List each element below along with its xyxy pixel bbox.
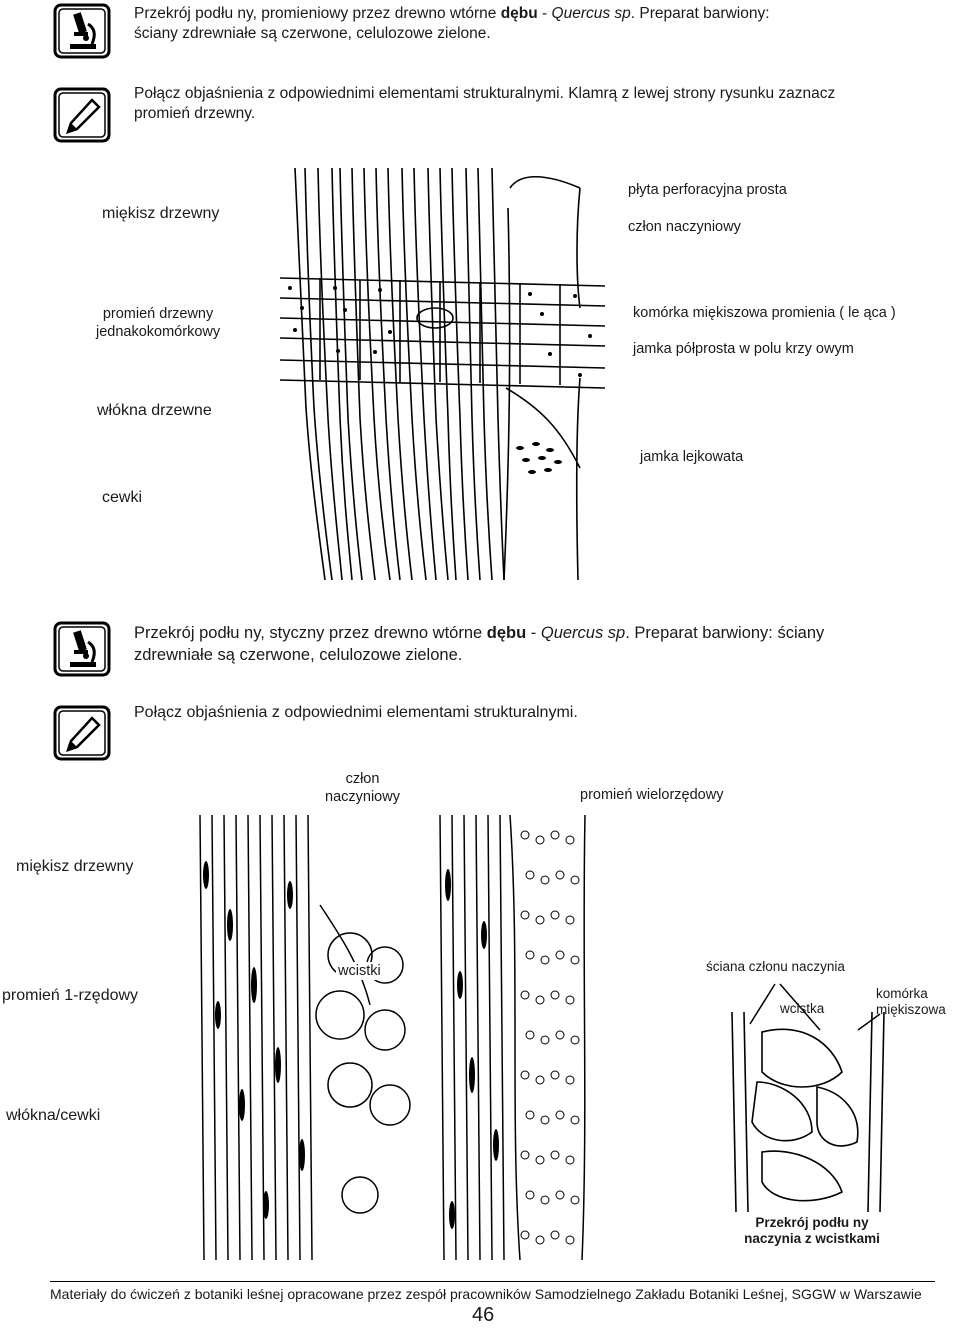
pencil-icon: [53, 705, 111, 761]
radial-section-drawing: [280, 168, 605, 580]
label-wlokna-cewki: włókna/cewki: [6, 1107, 101, 1124]
pencil-icon: [53, 87, 111, 143]
label-promien-wielorzedowy: promień wielorzędowy: [580, 787, 724, 803]
label-miekisz-drzewny: miękisz drzewny: [102, 205, 220, 222]
intro-text-1: Przekrój podłu ny, promieniowy przez dre…: [134, 5, 770, 42]
microscope-icon: [53, 621, 111, 677]
tangential-section-drawing: [199, 815, 586, 1260]
label-wcistka: wcistka: [780, 1001, 825, 1016]
label-wlokna-drzewne: włókna drzewne: [97, 402, 212, 419]
microscope-icon: [53, 3, 111, 59]
inset-leader-lines: [749, 983, 881, 1031]
page-footer: Materiały do ćwiczeń z botaniki leśnej o…: [50, 1281, 935, 1303]
label-jamka-lejkowata: jamka lejkowata: [640, 449, 744, 465]
task-text-1: Połącz objaśnienia z odpowiednimi elemen…: [134, 85, 836, 122]
label-miekisz-drzewny-2: miękisz drzewny: [16, 858, 134, 875]
label-jamka-polprosta: jamka półprosta w polu krzy owym: [633, 341, 854, 357]
label-promien-1-rzedowy: promień 1-rzędowy: [2, 987, 139, 1004]
label-wcistki: wcistki: [336, 962, 383, 980]
page-number: 46: [472, 1304, 495, 1326]
intro-text-2: Przekrój podłu ny, styczny przez drewno …: [134, 624, 825, 664]
vessel-tyloses-inset: [731, 1012, 885, 1212]
label-plyta-perforacyjna: płyta perforacyjna prosta: [628, 182, 787, 198]
label-komorka-miekiszowa: komórka miękiszowa promienia ( le ąca ): [633, 305, 896, 321]
label-czlon-naczyniowy: człon naczyniowy: [628, 219, 741, 235]
label-sciana-czlonu: ściana członu naczynia: [706, 959, 845, 974]
label-cewki: cewki: [102, 489, 143, 506]
task-text-2: Połącz objaśnienia z odpowiednimi elemen…: [134, 704, 578, 721]
